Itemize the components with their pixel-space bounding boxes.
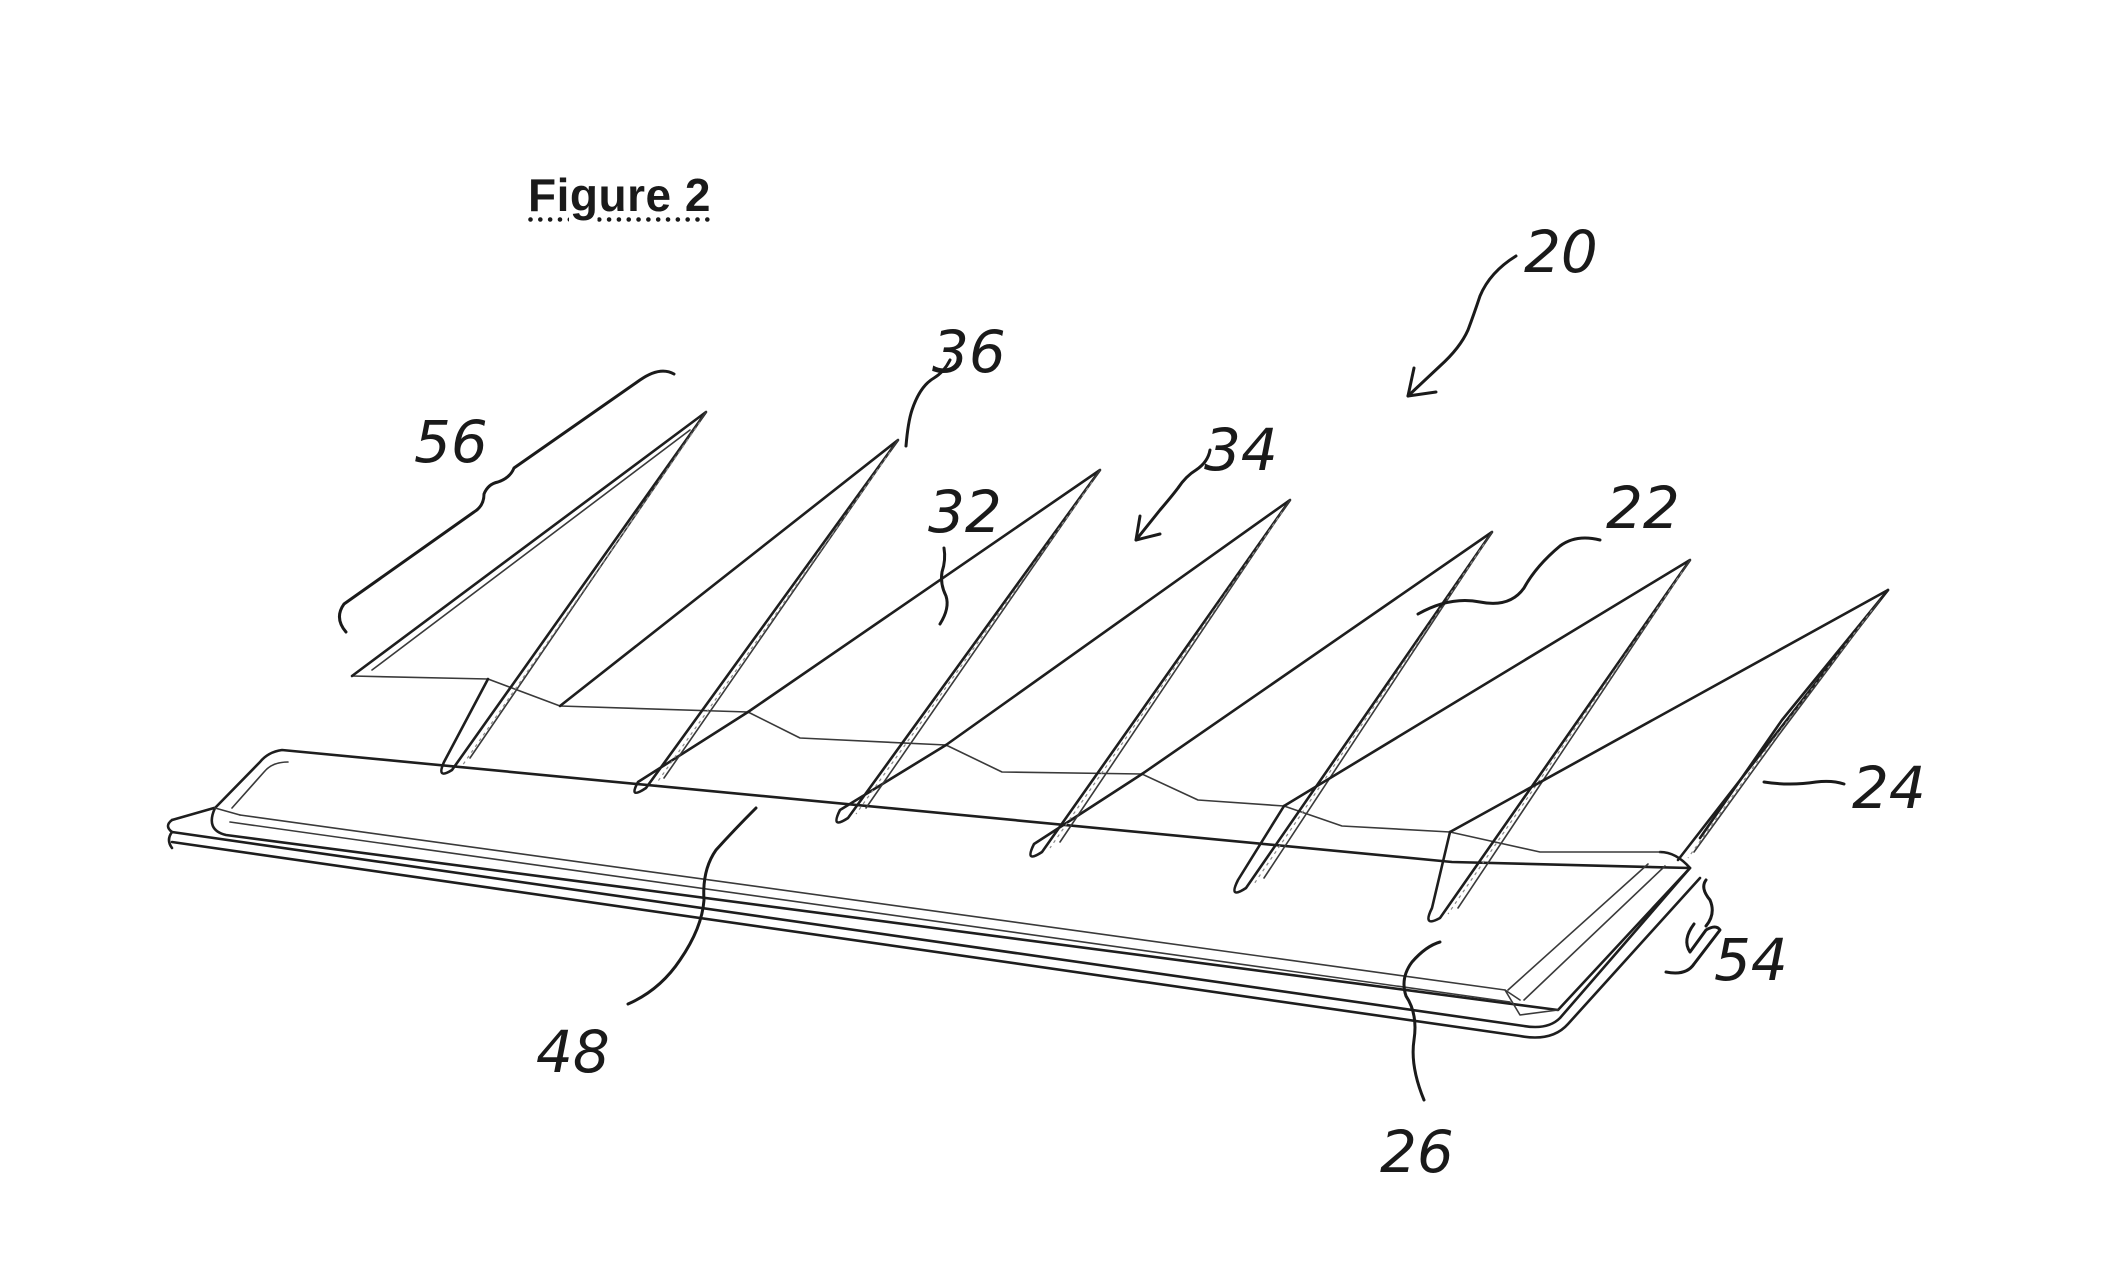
bracket-54 <box>1664 922 1722 975</box>
fin-base-line <box>351 675 1661 853</box>
ref-22: 22 <box>1606 474 1680 542</box>
fin-4 <box>944 498 1292 858</box>
leader-24 <box>1762 779 1846 786</box>
ref-54: 54 <box>1714 926 1788 994</box>
fin-5 <box>1140 530 1494 894</box>
ref-26: 26 <box>1380 1118 1454 1186</box>
leader-20 <box>1406 254 1518 398</box>
ref-56: 56 <box>414 408 488 476</box>
fin-7 <box>1448 588 1890 862</box>
leader-22 <box>1416 536 1602 616</box>
ref-20: 20 <box>1524 218 1598 286</box>
fin-2 <box>558 438 900 795</box>
leader-36 <box>904 358 952 448</box>
ref-34: 34 <box>1204 416 1278 484</box>
leader-32 <box>938 546 949 626</box>
ref-24: 24 <box>1852 754 1926 822</box>
base-plate <box>166 748 1702 1039</box>
fin-1 <box>350 410 708 775</box>
fin-3 <box>746 468 1102 824</box>
leader-26 <box>1402 940 1442 1102</box>
ref-48: 48 <box>536 1018 610 1086</box>
fin-6 <box>1282 558 1692 923</box>
bracket-56 <box>338 369 676 634</box>
leader-34 <box>1134 448 1212 542</box>
leader-48 <box>626 806 758 1006</box>
ref-32: 32 <box>928 478 1002 546</box>
ref-36: 36 <box>932 318 1006 386</box>
figure-title: Figure 2 <box>528 169 711 221</box>
